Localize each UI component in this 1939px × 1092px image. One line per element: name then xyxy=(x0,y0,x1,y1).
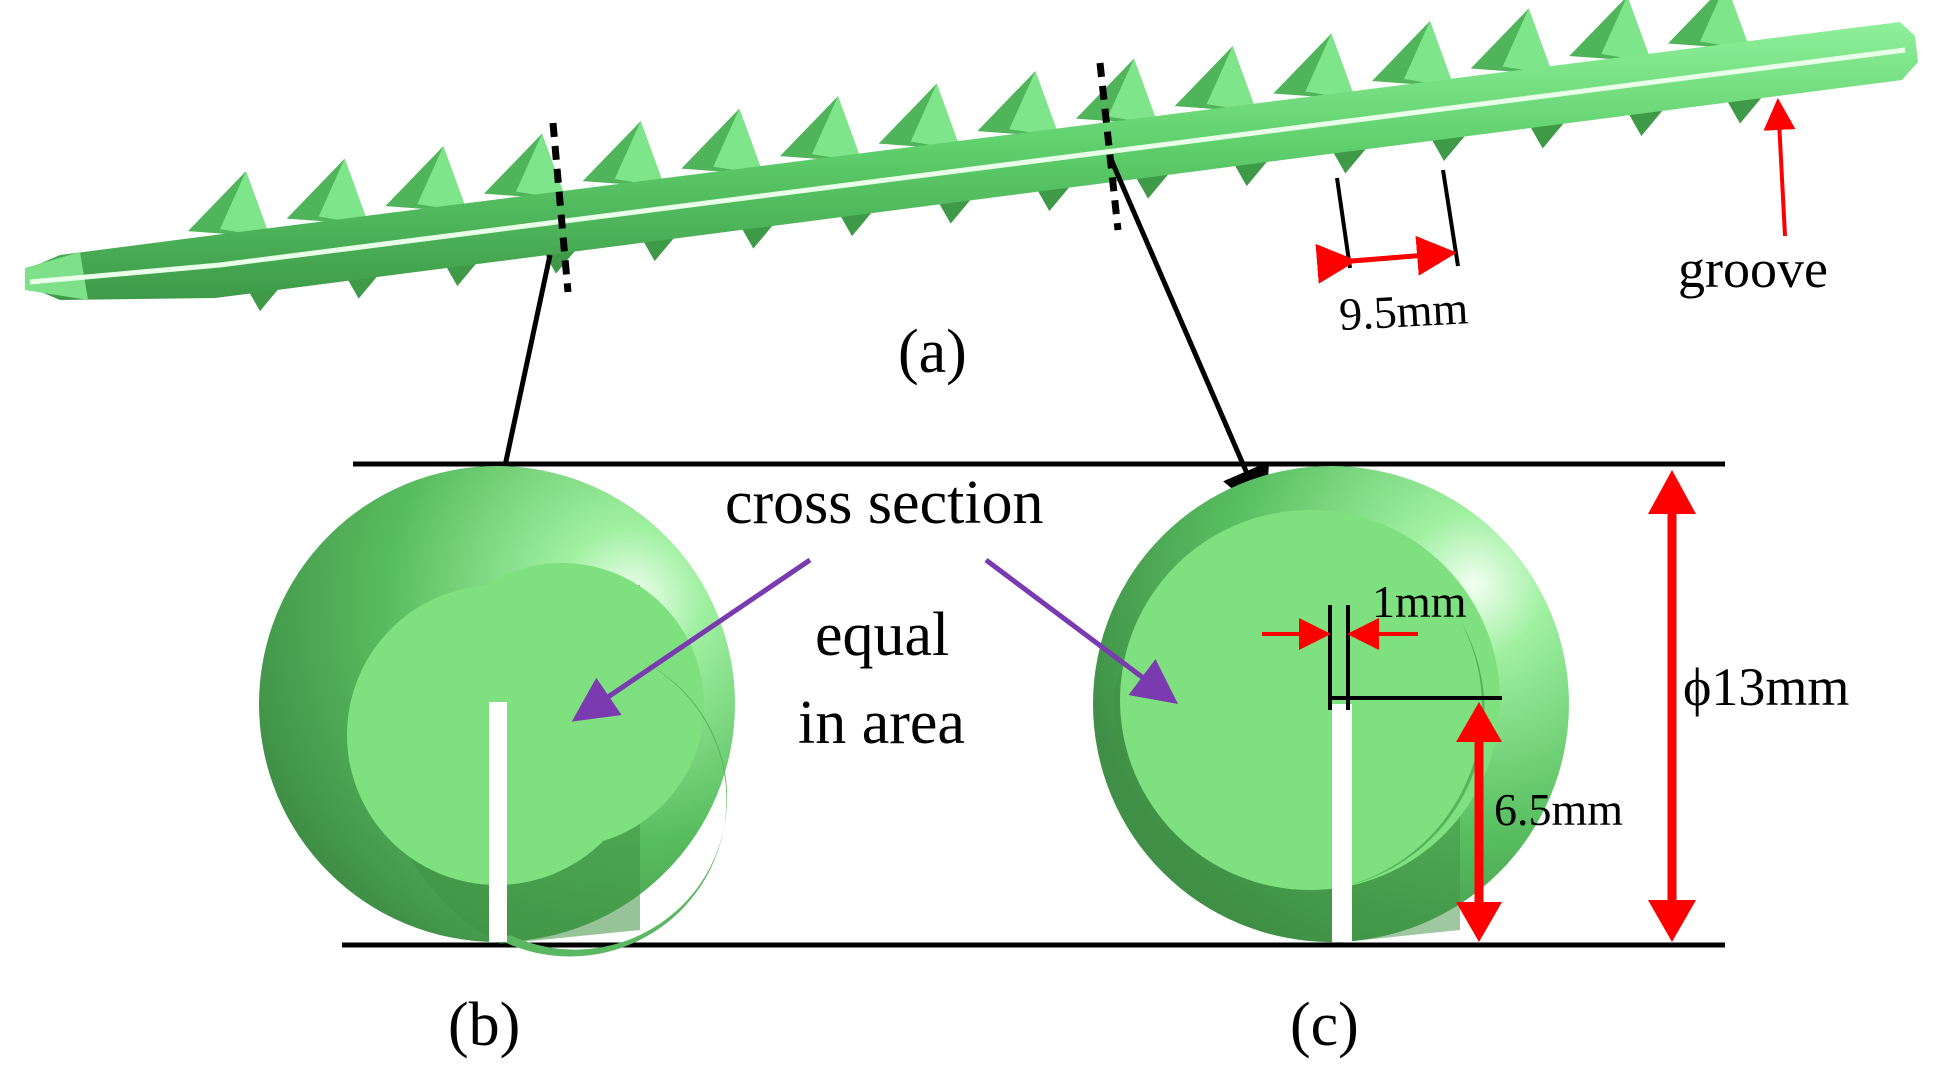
thread-tooth-highlight xyxy=(516,133,566,200)
screw-tip xyxy=(25,252,88,300)
slot-b xyxy=(489,702,507,942)
thread-tooth-highlight xyxy=(1404,21,1454,88)
pitch-label: 9.5mm xyxy=(1338,282,1470,340)
thread-tooth-highlight xyxy=(417,146,468,213)
diameter-dimension xyxy=(1648,470,1696,942)
groove-arrow xyxy=(1763,98,1796,237)
cut-line-b xyxy=(549,122,572,293)
slot-width-dimension xyxy=(1262,605,1418,710)
thread-tooth-highlight xyxy=(1601,0,1652,63)
slot-c xyxy=(1332,704,1352,942)
screw-illustration xyxy=(25,0,1918,312)
groove-line xyxy=(29,47,1906,285)
thread-tooth-highlight xyxy=(1206,46,1257,113)
thread-tooth-highlight xyxy=(614,121,665,188)
cross-section-label: cross section xyxy=(725,469,1044,537)
arrow-to-section-c xyxy=(1107,156,1270,518)
equal-label: equal xyxy=(815,601,949,669)
thread-tooth-highlight xyxy=(812,96,862,163)
thread-tooth-highlight xyxy=(318,158,369,225)
slot-depth-dimension xyxy=(1456,702,1502,942)
thread-tooth-highlight xyxy=(1009,71,1060,138)
screw-shaft xyxy=(25,22,1918,300)
cut-line-c xyxy=(1096,62,1122,231)
cross-section-b xyxy=(259,466,735,957)
slot-width-label: 1mm xyxy=(1372,576,1467,627)
thread-tooth-highlight xyxy=(713,108,764,175)
thread-tooth-highlight xyxy=(1108,58,1158,125)
panel-b-label: (b) xyxy=(448,991,520,1059)
panel-a-label: (a) xyxy=(898,318,967,386)
in-area-label: in area xyxy=(798,689,965,757)
groove-label: groove xyxy=(1678,239,1828,299)
pointer-to-section-c xyxy=(984,558,1178,704)
pointer-to-section-b xyxy=(571,557,812,722)
thread-tooth-highlight xyxy=(220,171,270,238)
thread-tooth-highlight xyxy=(910,83,961,150)
slot-depth-label: 6.5mm xyxy=(1494,784,1623,835)
thread-tooth-highlight xyxy=(1305,33,1356,100)
thread-tooth-highlight xyxy=(1502,8,1553,75)
diameter-label: ϕ13mm xyxy=(1683,657,1849,717)
pitch-dimension xyxy=(1315,169,1460,284)
panel-c-label: (c) xyxy=(1290,991,1359,1059)
thread-tooth-highlight xyxy=(1700,0,1750,50)
